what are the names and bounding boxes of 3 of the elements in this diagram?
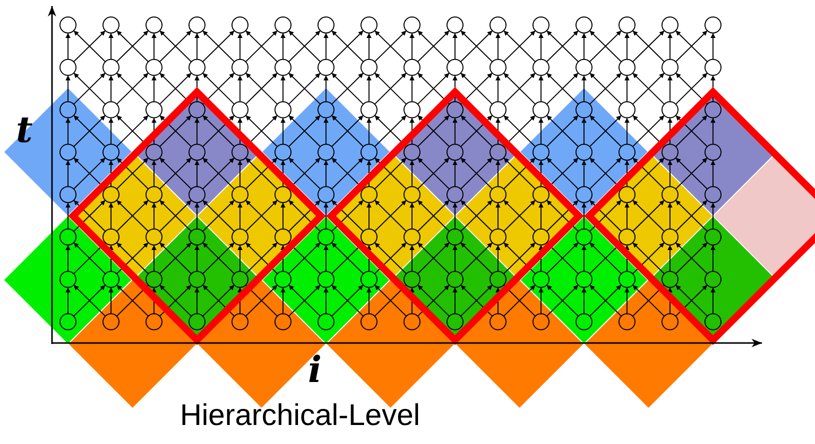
axis-label: i	[308, 352, 322, 388]
caption: Hierarchical-Level	[178, 398, 422, 434]
axis-label: t	[16, 112, 33, 148]
